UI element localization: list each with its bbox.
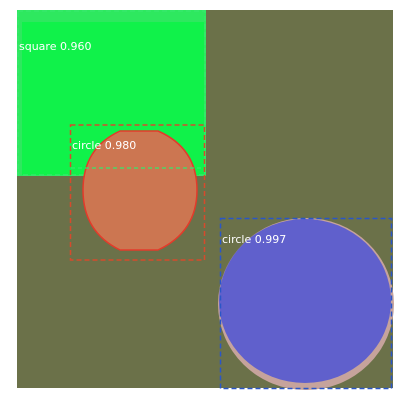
circle-red-box (69, 124, 206, 261)
detection-circle-blue: circle 0.997 (218, 217, 394, 390)
circle-blue-label: circle 0.997 (222, 233, 286, 246)
detection-circle-red: circle 0.980 (69, 124, 206, 261)
square-label: square 0.960 (19, 40, 91, 53)
circle-blue-box (219, 217, 393, 390)
circle-blue-mask (219, 219, 391, 383)
circle-red-label: circle 0.980 (72, 139, 136, 152)
circle-red-mask (82, 130, 198, 251)
